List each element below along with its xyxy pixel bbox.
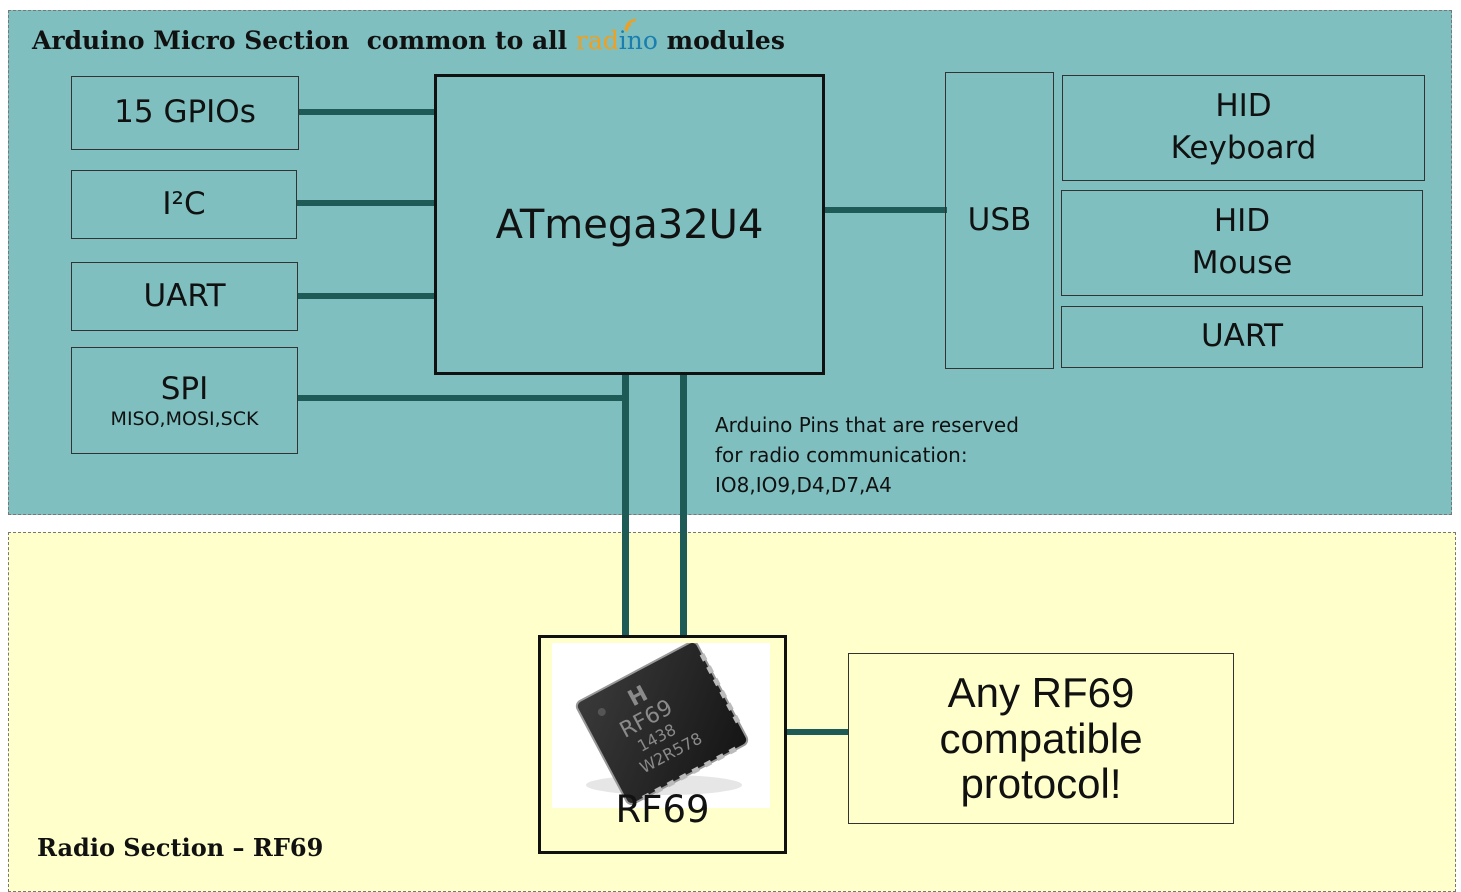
protocol-box: Any RF69 compatible protocol! <box>848 653 1234 824</box>
micro-section-title: Arduino Micro Section common to all radi… <box>32 18 785 55</box>
wire-rf69-protocol <box>786 729 848 735</box>
wire-i2c-mcu <box>297 200 436 206</box>
uart-right-box: UART <box>1061 306 1423 368</box>
mcu-box: ATmega32U4 <box>434 74 825 375</box>
wifi-signal-icon <box>624 18 636 32</box>
radino-logo-rad: rad <box>575 26 619 55</box>
hid-keyboard-line1: HID <box>1215 88 1272 125</box>
rf69-label: RF69 <box>615 788 710 831</box>
reserved-note-line2: for radio communication: <box>715 443 968 467</box>
micro-title-part2: modules <box>666 26 785 55</box>
rf69-chip-icon: H RF69 1438 W2R578 <box>575 640 749 806</box>
wire-mcu-usb <box>823 207 947 213</box>
uart-left-label: UART <box>143 277 226 314</box>
spi-box: SPI MISO,MOSI,SCK <box>71 347 298 454</box>
wire-uart-mcu <box>298 293 436 299</box>
uart-right-label: UART <box>1200 318 1284 355</box>
protocol-line3: protocol! <box>960 760 1122 808</box>
uart-left-box: UART <box>71 262 298 331</box>
spi-pins-label: MISO,MOSI,SCK <box>110 408 259 431</box>
i2c-label: I²C <box>162 185 206 222</box>
wire-gpio-mcu <box>298 109 436 115</box>
mcu-label: ATmega32U4 <box>495 201 764 248</box>
radino-logo: radino <box>575 18 667 55</box>
wire-mcu-rf69-b <box>680 373 687 638</box>
hid-mouse-box: HID Mouse <box>1061 190 1423 296</box>
spi-label: SPI <box>160 370 209 407</box>
micro-title-part1: Arduino Micro Section common to all <box>32 26 568 55</box>
reserved-note-line3: IO8,IO9,D4,D7,A4 <box>715 473 892 497</box>
radio-section-title: Radio Section – RF69 <box>37 833 324 862</box>
hid-mouse-line2: Mouse <box>1191 245 1293 281</box>
protocol-line1: Any RF69 <box>947 669 1135 717</box>
i2c-box: I²C <box>71 170 297 239</box>
reserved-pins-note: Arduino Pins that are reserved for radio… <box>715 410 1019 500</box>
hid-keyboard-box: HID Keyboard <box>1062 75 1425 181</box>
reserved-note-line1: Arduino Pins that are reserved <box>715 413 1019 437</box>
protocol-line2: compatible <box>939 714 1143 762</box>
wire-spi-bus <box>298 395 628 401</box>
gpio-label: 15 GPIOs <box>114 94 256 131</box>
wire-mcu-rf69-a <box>622 373 629 638</box>
usb-box: USB <box>945 72 1054 369</box>
usb-label: USB <box>967 201 1032 238</box>
gpio-box: 15 GPIOs <box>71 76 299 150</box>
hid-keyboard-line2: Keyboard <box>1170 130 1317 166</box>
hid-mouse-line1: HID <box>1213 203 1271 240</box>
rf69-chip-image: H RF69 1438 W2R578 <box>552 640 770 808</box>
